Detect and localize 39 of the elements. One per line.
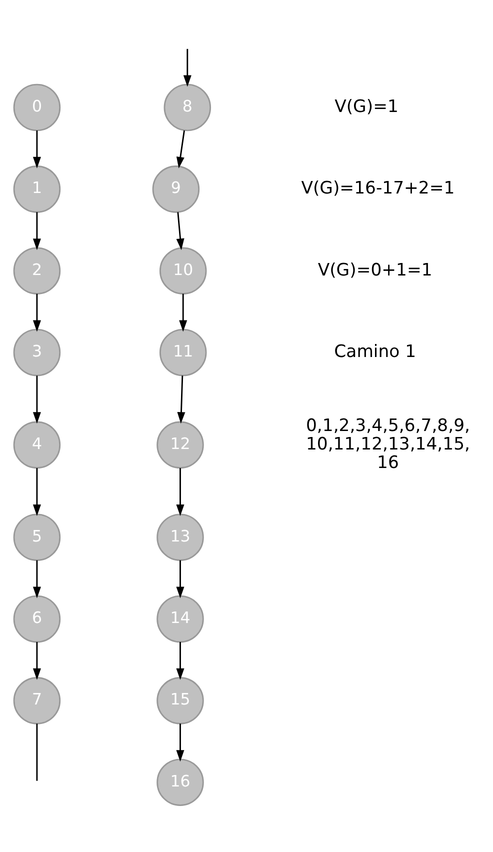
node-circle: 5 <box>13 513 61 560</box>
node-circle: 0 <box>13 83 61 131</box>
node-circle: 8 <box>164 83 212 131</box>
node-circle: 11 <box>159 328 207 376</box>
label: Camino 1 <box>334 341 416 362</box>
node-circle: 6 <box>13 594 61 642</box>
label: V(G)=0+1=1 <box>318 260 432 280</box>
arrow <box>32 560 41 598</box>
arrow <box>176 723 184 762</box>
connector <box>36 723 38 780</box>
arrow <box>32 375 41 424</box>
node-circle: 12 <box>156 420 204 468</box>
arrow <box>32 293 41 332</box>
node-circle: 14 <box>156 594 204 642</box>
arrow <box>176 641 184 680</box>
node-circle: 1 <box>13 165 61 212</box>
node-circle: 9 <box>152 165 200 212</box>
arrow <box>176 212 184 250</box>
arrow <box>183 48 192 86</box>
node-circle: 10 <box>159 246 207 294</box>
node-circle: 7 <box>13 676 61 724</box>
node-circle: 16 <box>156 758 204 806</box>
label: 0,1,2,3,4,5,6,7,8,9, 10,11,12,13,14,15, 16 <box>306 415 470 472</box>
arrow <box>179 293 188 332</box>
arrow <box>32 641 41 680</box>
label: V(G)=16-17+2=1 <box>301 178 455 198</box>
label: V(G)=1 <box>334 96 398 116</box>
arrow <box>32 468 41 516</box>
arrow <box>176 468 184 516</box>
node-circle: 4 <box>13 420 61 468</box>
arrow <box>176 130 185 168</box>
node-circle: 2 <box>13 246 61 294</box>
arrow <box>177 375 186 424</box>
arrow <box>176 560 184 598</box>
node-circle: 3 <box>13 328 61 376</box>
arrow <box>32 130 41 168</box>
arrow <box>32 212 41 250</box>
node-circle: 15 <box>156 676 204 724</box>
node-circle: 13 <box>156 513 204 560</box>
